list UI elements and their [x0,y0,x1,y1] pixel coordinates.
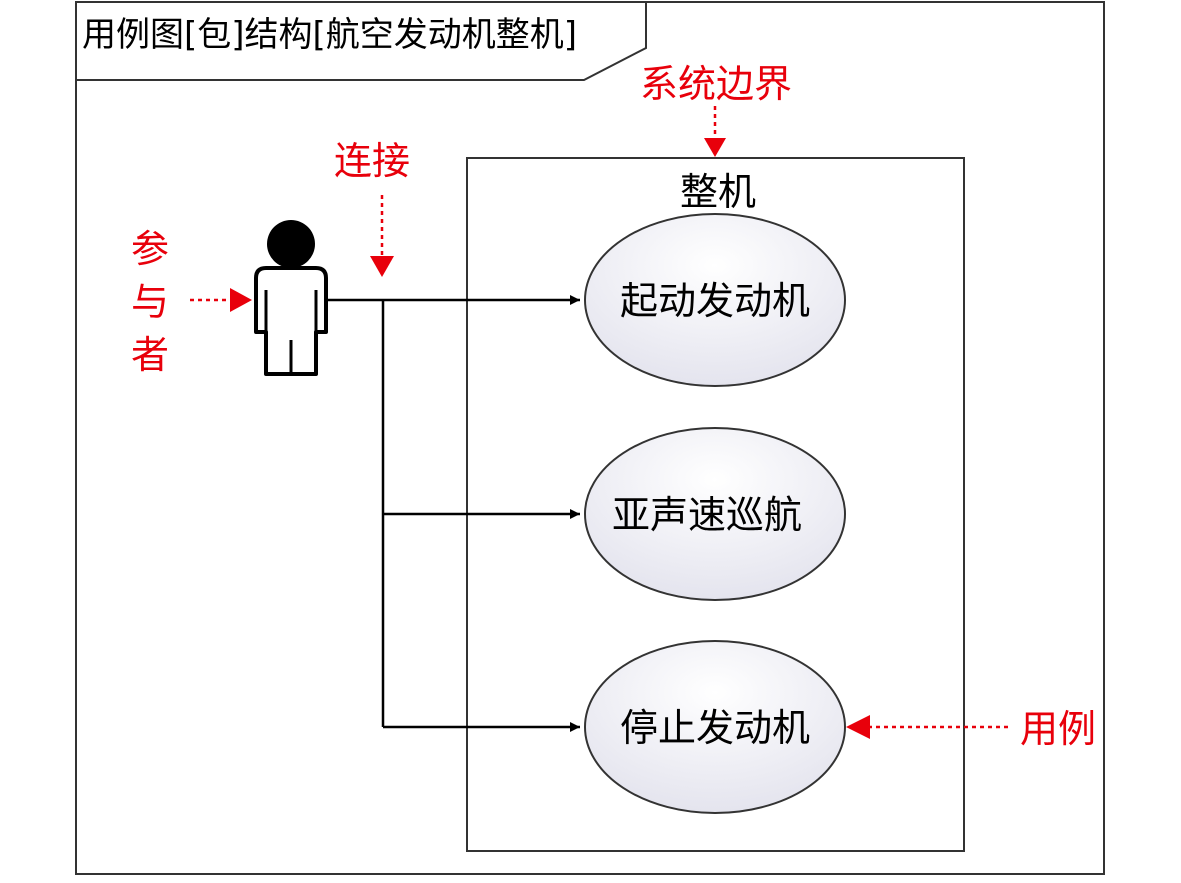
use-case-label: 亚声速巡航 [612,493,802,537]
annotation-system-boundary-label: 系统边界 [640,62,792,106]
annotation-actor-char-3: 者 [131,333,169,377]
annotation-actor-char-2: 与 [131,280,169,324]
use-case-stop-engine[interactable]: 停止发动机 [584,640,846,814]
use-case-subsonic-cruise[interactable]: 亚声速巡航 [584,427,846,601]
system-boundary-title: 整机 [680,170,756,214]
annotation-use-case: 用例 [846,707,1096,751]
system-boundary [466,157,965,852]
package-frame-tab [75,2,647,81]
annotation-actor: 参 与 者 [131,227,252,377]
use-case-label: 起动发动机 [620,279,810,323]
annotation-system-boundary: 系统边界 [640,62,792,157]
actor-icon[interactable] [254,220,328,376]
use-case-label: 停止发动机 [620,706,810,750]
annotation-actor-char-1: 参 [131,227,169,271]
package-frame [75,1,1105,875]
annotation-use-case-label: 用例 [1020,707,1096,751]
use-case-start-engine[interactable]: 起动发动机 [584,213,846,387]
association-connectors [326,295,580,732]
package-frame-title: 用例图[包]结构[航空发动机整机] [82,15,577,55]
annotation-connection: 连接 [334,139,410,277]
annotation-connection-label: 连接 [334,139,410,183]
